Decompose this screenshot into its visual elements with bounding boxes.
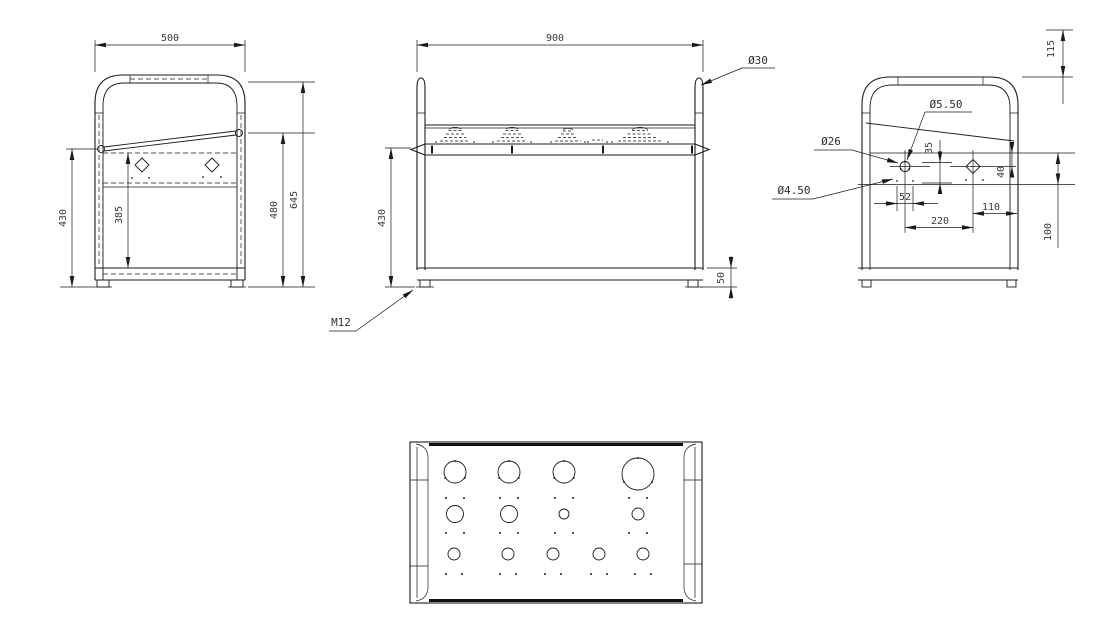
dim-front-645: 645	[289, 191, 300, 209]
label-hole-dia-550: Ø5.50	[929, 98, 962, 111]
knob-hole-diamond	[134, 157, 150, 173]
foot	[419, 279, 431, 288]
front-frame-outer	[94, 74, 246, 280]
long-side-view: 900 Ø30	[329, 33, 775, 332]
dim-40: 40	[996, 166, 1007, 178]
front-view: 500 430 385 480 645	[58, 33, 315, 288]
dim-long-width: 900	[546, 33, 564, 44]
side-frame-outer	[861, 76, 1019, 270]
foot	[230, 279, 244, 288]
label-foot-thread: M12	[331, 316, 351, 329]
pivot-hole-right	[235, 129, 243, 137]
side-frame-inner	[869, 84, 1011, 270]
small-holes	[447, 547, 650, 561]
tube-left	[416, 77, 426, 270]
dim-front-width: 500	[161, 33, 179, 44]
plan-outline	[409, 441, 703, 604]
front-frame-inner	[102, 82, 238, 280]
short-side-view: Ø5.50 Ø26 Ø4.50 35 52 220 110 40	[772, 29, 1075, 288]
foot	[1006, 279, 1017, 288]
foot	[687, 279, 699, 288]
foot	[96, 279, 110, 288]
dim-115: 115	[1046, 40, 1057, 58]
dim-100: 100	[1043, 223, 1054, 241]
label-tube-dia-26: Ø26	[821, 135, 841, 148]
sloped-panel-edge	[103, 130, 237, 152]
mid-holes	[446, 505, 645, 523]
plan-view	[409, 441, 703, 604]
sloped-panel-edge	[865, 122, 1015, 142]
dim-front-430: 430	[58, 209, 69, 227]
dim-front-480: 480	[269, 201, 280, 219]
tube-right	[694, 77, 704, 270]
tray-edge	[409, 143, 711, 156]
dim-110: 110	[982, 202, 1000, 213]
label-hole-dia-450: Ø4.50	[777, 184, 810, 197]
dim-35: 35	[924, 142, 935, 154]
foot	[861, 279, 872, 288]
knob-hole-diamond	[204, 157, 220, 173]
dim-front-385: 385	[114, 206, 125, 224]
dim-foot-height: 50	[716, 272, 727, 284]
pivot-hole-left	[97, 145, 105, 153]
dim-52: 52	[899, 192, 911, 203]
burner-cutouts	[443, 457, 655, 491]
label-tube-diameter: Ø30	[748, 54, 768, 67]
dim-220: 220	[931, 216, 949, 227]
dim-long-430: 430	[377, 209, 388, 227]
burner-knobs	[435, 126, 669, 143]
